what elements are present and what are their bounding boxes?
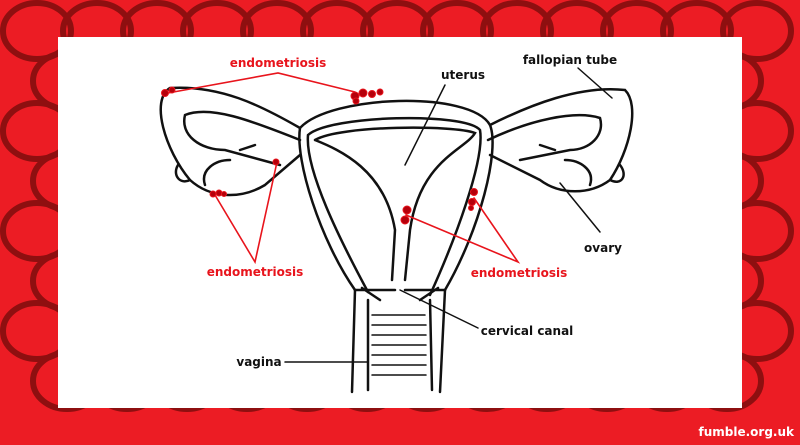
fallopian-tube-label: fallopian tube bbox=[522, 53, 618, 67]
lesion bbox=[468, 205, 474, 211]
lesion bbox=[470, 188, 478, 196]
lesion bbox=[209, 190, 217, 198]
right-fimbriae bbox=[538, 143, 625, 187]
left-fimbriae bbox=[174, 143, 257, 187]
lesion bbox=[376, 88, 384, 96]
lesion bbox=[272, 158, 280, 166]
ovary-label: ovary bbox=[584, 241, 622, 255]
left-fallopian-tube bbox=[159, 86, 302, 197]
uterus-inner-wall bbox=[306, 116, 482, 297]
site-url: fumble.org.uk bbox=[698, 425, 794, 439]
endometriosis-label-right: endometriosis bbox=[470, 266, 568, 280]
lesion bbox=[168, 86, 176, 94]
cervical-canal-leader bbox=[399, 289, 479, 329]
lesion bbox=[468, 198, 476, 206]
lesion bbox=[402, 205, 412, 215]
endometriosis-label-top: endometriosis bbox=[229, 56, 327, 70]
uterine-cavity bbox=[313, 126, 477, 282]
lesion bbox=[215, 189, 223, 197]
endometriosis-label-left: endometriosis bbox=[206, 265, 304, 279]
lesion bbox=[352, 97, 360, 105]
lesion bbox=[221, 191, 227, 197]
lesion bbox=[400, 215, 410, 225]
loop-decoration bbox=[720, 0, 794, 62]
cervix bbox=[353, 286, 447, 302]
diagram-panel bbox=[58, 37, 742, 408]
uterus-label: uterus bbox=[440, 68, 486, 82]
fallopian-tube-leader bbox=[577, 67, 613, 99]
lesion bbox=[368, 90, 376, 98]
cervical-canal-label: cervical canal bbox=[480, 324, 574, 338]
loop-decoration bbox=[0, 0, 74, 62]
endometriosis-right-leader bbox=[405, 197, 521, 264]
uterus-leader bbox=[404, 84, 446, 166]
vaginal-rugae bbox=[371, 314, 427, 376]
endometriosis-top-leader bbox=[167, 72, 356, 94]
lesion bbox=[358, 88, 368, 98]
right-fallopian-tube bbox=[486, 88, 634, 193]
lesion bbox=[161, 89, 169, 97]
ovary-leader bbox=[559, 182, 601, 233]
vagina-label: vagina bbox=[236, 355, 282, 369]
endometriosis-left-leader bbox=[214, 161, 278, 265]
vagina-outline bbox=[350, 288, 447, 394]
